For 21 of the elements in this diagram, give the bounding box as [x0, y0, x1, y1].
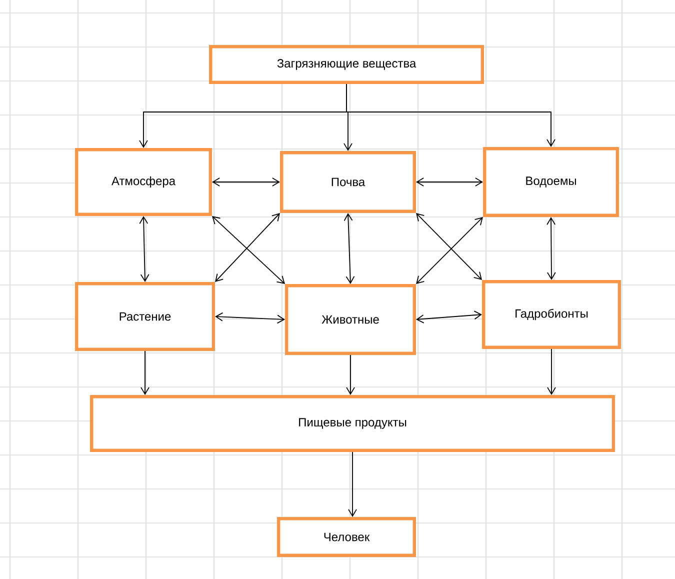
process-box: Пищевые продукты	[90, 395, 615, 452]
arrow	[547, 348, 556, 395]
arrow	[416, 310, 482, 324]
arrow	[348, 452, 357, 517]
process-box: Загрязняющие вещества	[209, 45, 484, 84]
process-box: Животные	[285, 284, 416, 355]
process-box: Человек	[277, 517, 416, 557]
process-box: Почва	[280, 151, 416, 213]
arrow	[346, 354, 355, 395]
arrow	[344, 213, 355, 284]
process-box: Водоемы	[483, 147, 619, 217]
process-box: Атмосфера	[75, 148, 212, 216]
arrow	[346, 84, 556, 147]
arrow	[212, 178, 280, 186]
arrow	[215, 312, 285, 324]
process-box: Гадробионты	[482, 280, 621, 349]
arrow	[140, 350, 150, 395]
arrow	[139, 216, 150, 282]
arrow	[546, 217, 556, 280]
arrow	[416, 178, 483, 186]
process-box: Растение	[75, 282, 215, 352]
